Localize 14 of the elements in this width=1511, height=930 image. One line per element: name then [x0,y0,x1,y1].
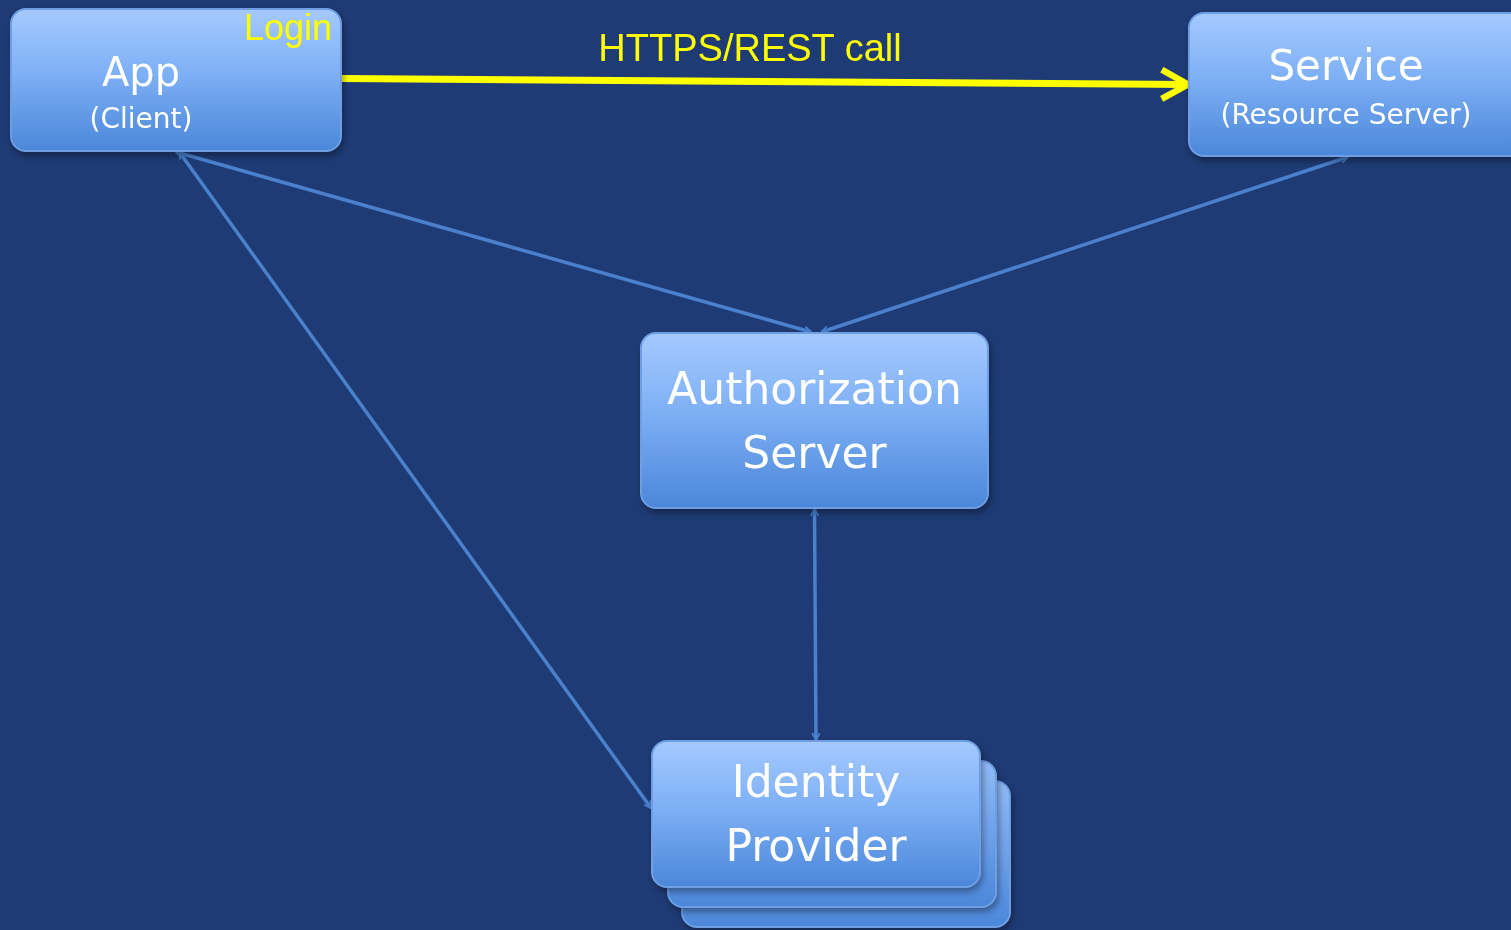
tag-label: Login [243,6,332,50]
node-title: Identity Provider [724,755,908,873]
node-subtitle: (Client) [89,100,193,137]
process-box [10,8,342,152]
node-title: Authorization Server [666,361,963,480]
arrow [175,149,812,335]
process-box [640,332,989,509]
process-box [1188,12,1511,157]
arrow [809,508,821,741]
node-subtitle: (Resource Server) [1220,96,1472,133]
node-title: App [101,47,181,97]
arrow [820,154,1349,335]
process-box [651,740,981,888]
node-title: Service [1268,39,1424,92]
